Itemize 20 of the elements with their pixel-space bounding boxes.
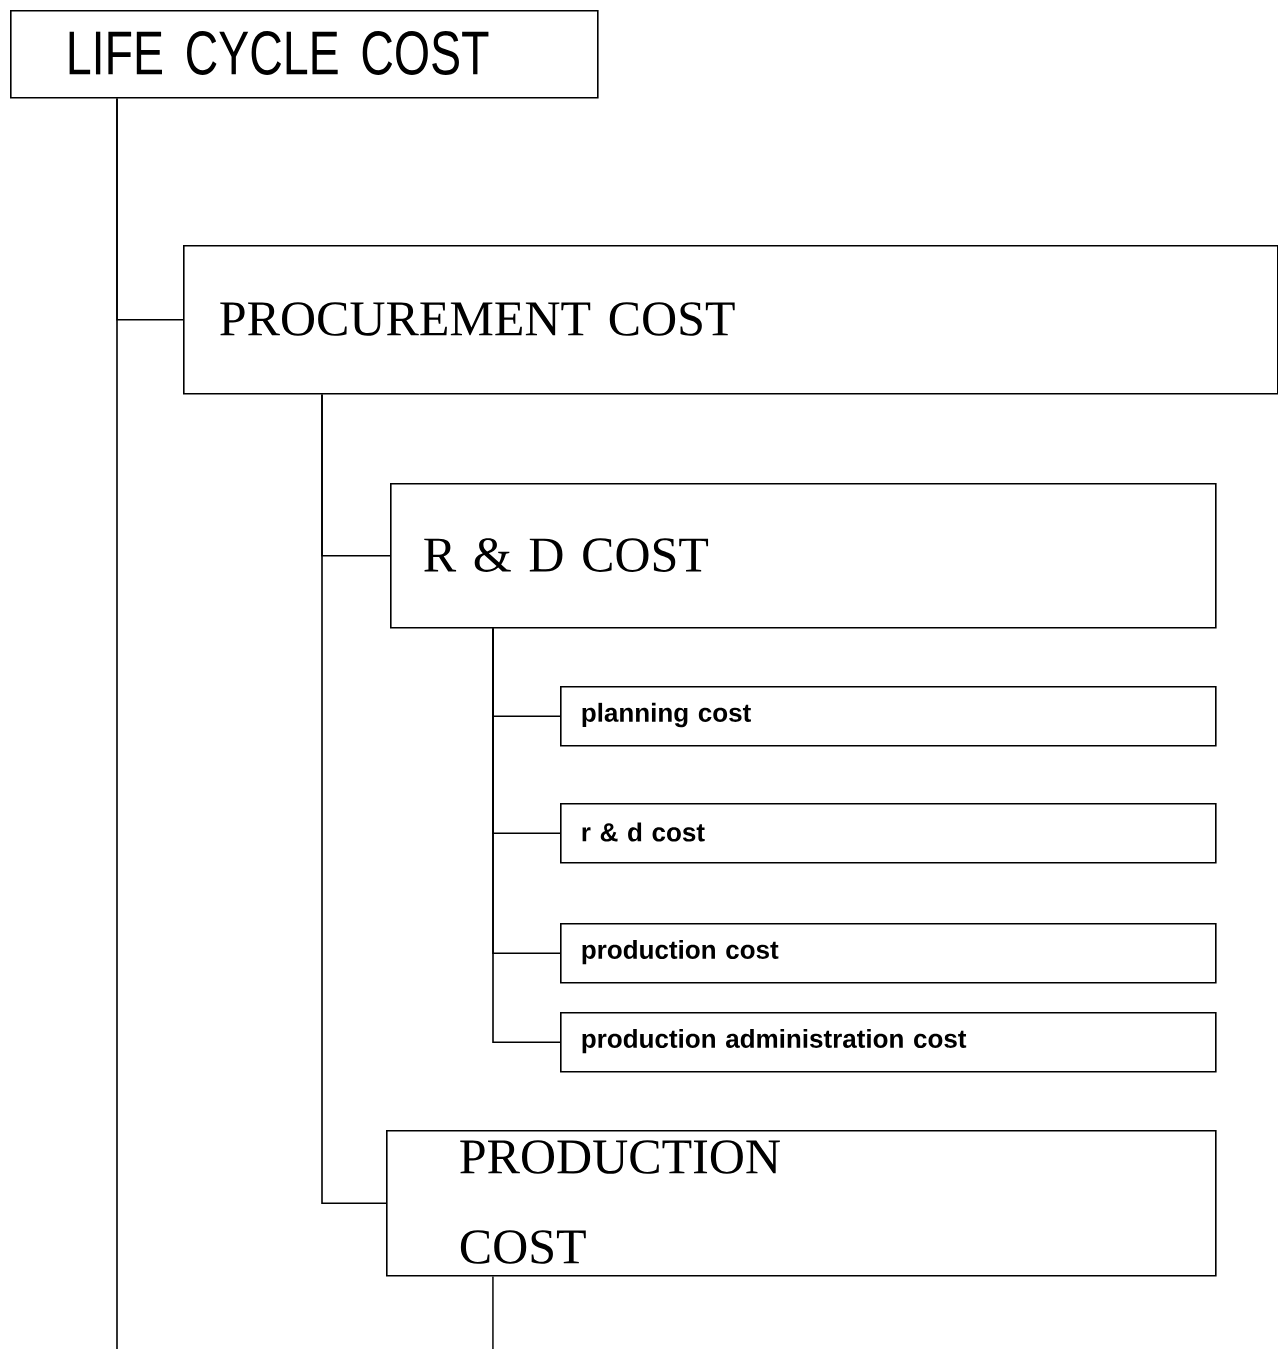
category-box	[386, 1130, 1217, 1277]
label-text: LIFE CYCLE COST	[69, 31, 489, 75]
item-box	[560, 1012, 1217, 1073]
connector-line	[492, 1275, 494, 1349]
item-box	[560, 686, 1217, 747]
category-box	[183, 245, 1278, 395]
label-text: R & D COST	[424, 538, 709, 572]
connector-line	[492, 627, 561, 1044]
category-box	[390, 483, 1217, 629]
item-box	[560, 803, 1217, 864]
title-box	[10, 10, 599, 99]
label-text: PROCUREMENT COST	[220, 302, 735, 336]
connector-line	[321, 393, 387, 1205]
label-text: production cost	[582, 939, 779, 965]
connector-line	[116, 97, 118, 1349]
item-box	[560, 923, 1217, 984]
label-text: r & d cost	[582, 822, 705, 842]
label-text: planning cost	[582, 702, 751, 728]
label-text: production administration cost	[582, 1028, 967, 1054]
label-text: PRODUCTION COST	[460, 1140, 780, 1264]
